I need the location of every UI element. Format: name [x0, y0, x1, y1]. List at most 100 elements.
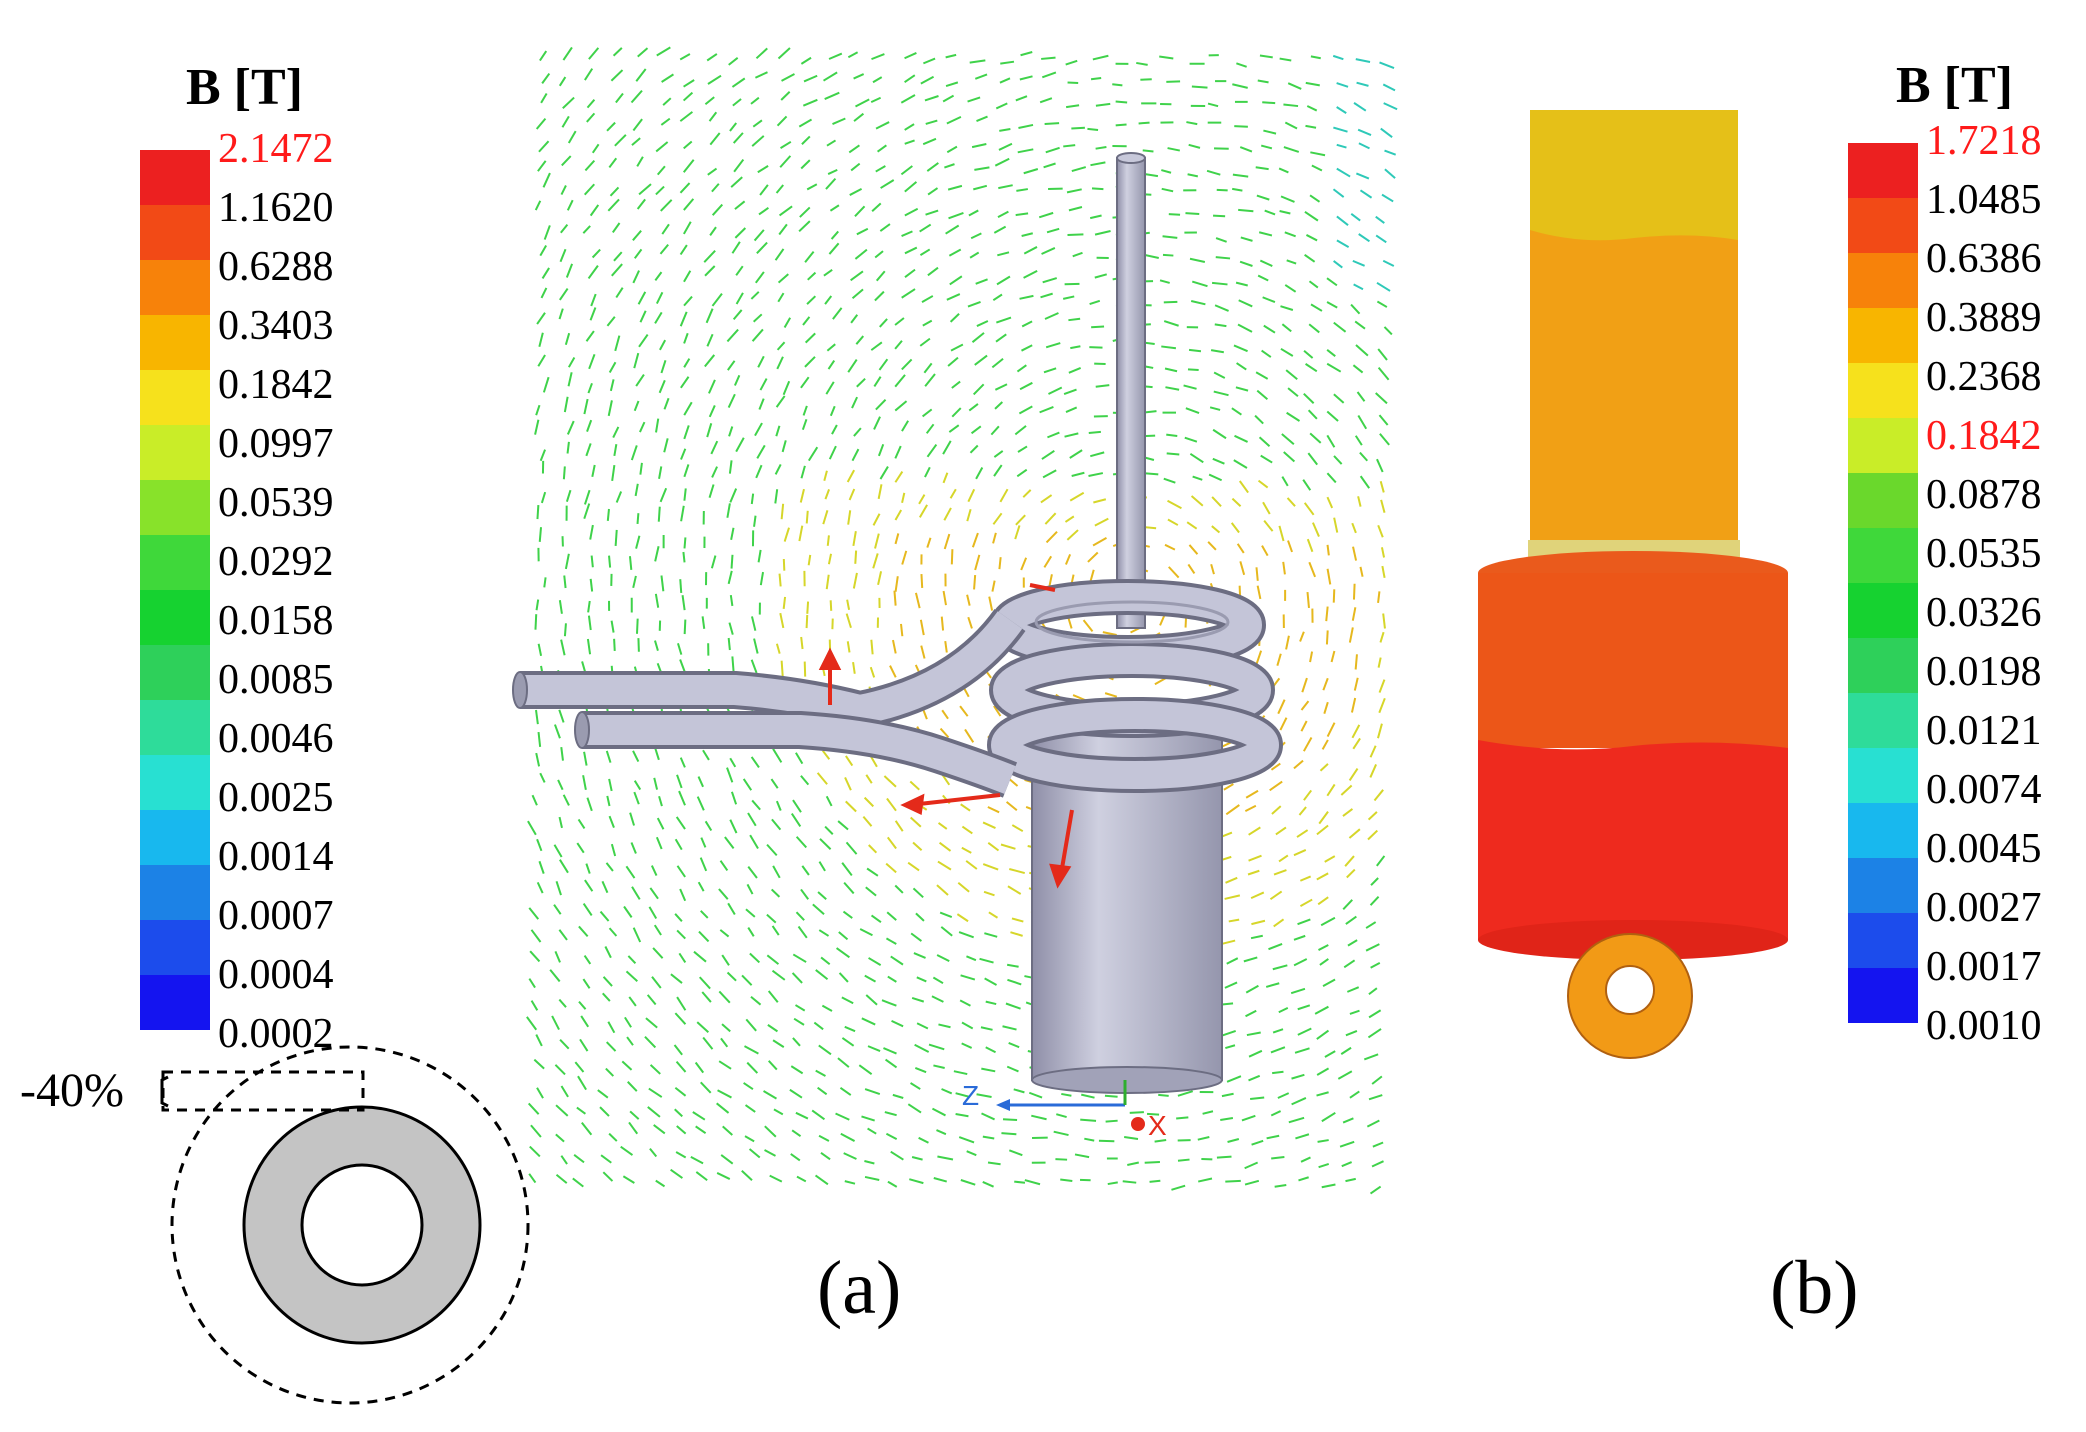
- field-vector: [660, 199, 673, 212]
- field-vector: [1060, 1178, 1073, 1182]
- field-vector: [994, 383, 1008, 391]
- field-vector: [1303, 502, 1315, 516]
- field-vector: [926, 444, 938, 458]
- field-vector: [1283, 146, 1300, 153]
- field-vector: [996, 316, 1012, 324]
- field-vector: [992, 532, 997, 544]
- field-vector: [1275, 826, 1287, 836]
- field-vector: [1363, 1053, 1379, 1061]
- field-vector: [909, 1178, 924, 1185]
- field-vector: [1298, 806, 1307, 816]
- field-vector: [676, 1125, 687, 1135]
- legend-swatch: [1848, 143, 1918, 198]
- field-vector: [1263, 129, 1277, 135]
- field-vector: [704, 265, 716, 277]
- field-vector: [1250, 891, 1265, 900]
- field-vector: [854, 248, 868, 260]
- field-vector: [817, 891, 827, 901]
- legend-swatch: [1848, 583, 1918, 638]
- field-vector: [609, 379, 615, 392]
- field-vector: [599, 1106, 610, 1117]
- field-vector: [678, 790, 686, 806]
- legend-swatch: [140, 810, 210, 865]
- field-vector: [1384, 168, 1396, 179]
- field-vector: [623, 905, 633, 918]
- field-vector: [795, 1111, 809, 1120]
- legend-tick-label: 2.1472: [218, 126, 334, 172]
- field-vector: [750, 659, 758, 674]
- field-vector: [923, 362, 933, 374]
- field-vector: [1352, 259, 1365, 267]
- field-vector: [851, 448, 860, 462]
- field-vector: [1380, 127, 1393, 138]
- field-vector: [969, 444, 979, 454]
- field-vector: [537, 354, 546, 367]
- field-vector: [870, 639, 874, 655]
- field-vector: [560, 639, 566, 656]
- field-vector: [600, 1154, 612, 1164]
- field-vector: [632, 750, 640, 763]
- field-vector: [680, 505, 685, 522]
- field-vector: [588, 47, 600, 60]
- field-vector: [757, 549, 762, 563]
- field-vector: [1235, 281, 1248, 287]
- field-vector: [732, 98, 742, 107]
- field-vector: [1262, 501, 1271, 515]
- field-vector: [536, 838, 543, 852]
- field-vector: [1244, 1161, 1259, 1170]
- field-vector: [646, 994, 657, 1006]
- field-vector: [874, 533, 880, 549]
- field-vector: [530, 1124, 542, 1138]
- field-vector: [985, 1000, 997, 1006]
- field-vector: [529, 950, 541, 963]
- field-vector: [1226, 957, 1239, 965]
- field-vector: [1167, 147, 1181, 152]
- field-vector: [748, 1148, 761, 1159]
- field-vector: [654, 546, 660, 562]
- legend-tick-label: 0.0045: [1926, 826, 2042, 872]
- field-vector: [825, 381, 835, 395]
- field-vector: [1162, 235, 1178, 239]
- field-vector: [828, 445, 837, 460]
- legend-tick-label: 1.7218: [1926, 118, 2042, 164]
- field-vector: [683, 358, 691, 368]
- field-vector: [806, 295, 817, 305]
- field-vector: [536, 312, 546, 325]
- field-vector: [711, 466, 718, 478]
- field-vector: [566, 199, 574, 211]
- field-vector: [1326, 783, 1336, 797]
- field-vector: [1115, 100, 1128, 104]
- field-vector: [1042, 277, 1058, 284]
- field-vector: [802, 316, 811, 326]
- field-vector: [864, 1175, 880, 1181]
- field-vector: [1352, 583, 1356, 600]
- field-vector: [966, 1150, 977, 1157]
- field-vector: [732, 132, 744, 144]
- field-vector: [1089, 214, 1102, 220]
- legend-tick-label: 0.0027: [1926, 885, 2042, 931]
- field-vector: [628, 556, 633, 570]
- field-vector: [1183, 384, 1197, 390]
- field-vector: [632, 575, 637, 589]
- field-vector: [710, 440, 719, 455]
- field-vector: [901, 288, 916, 299]
- field-vector: [721, 1023, 731, 1033]
- field-vector: [675, 1151, 687, 1159]
- field-vector: [1358, 142, 1370, 150]
- field-vector: [825, 574, 830, 590]
- field-vector: [1353, 283, 1364, 291]
- field-vector: [1293, 849, 1307, 857]
- field-vector: [566, 420, 575, 435]
- field-vector: [1213, 214, 1226, 218]
- legend-swatch: [1848, 418, 1918, 473]
- field-vector: [1345, 1029, 1358, 1037]
- field-vector: [708, 484, 715, 498]
- field-vector: [974, 73, 988, 80]
- field-vector: [960, 803, 971, 812]
- field-vector: [679, 53, 691, 61]
- field-vector: [1220, 1117, 1234, 1121]
- legend-swatch: [1848, 473, 1918, 528]
- field-vector: [754, 271, 765, 284]
- field-vector: [637, 291, 647, 305]
